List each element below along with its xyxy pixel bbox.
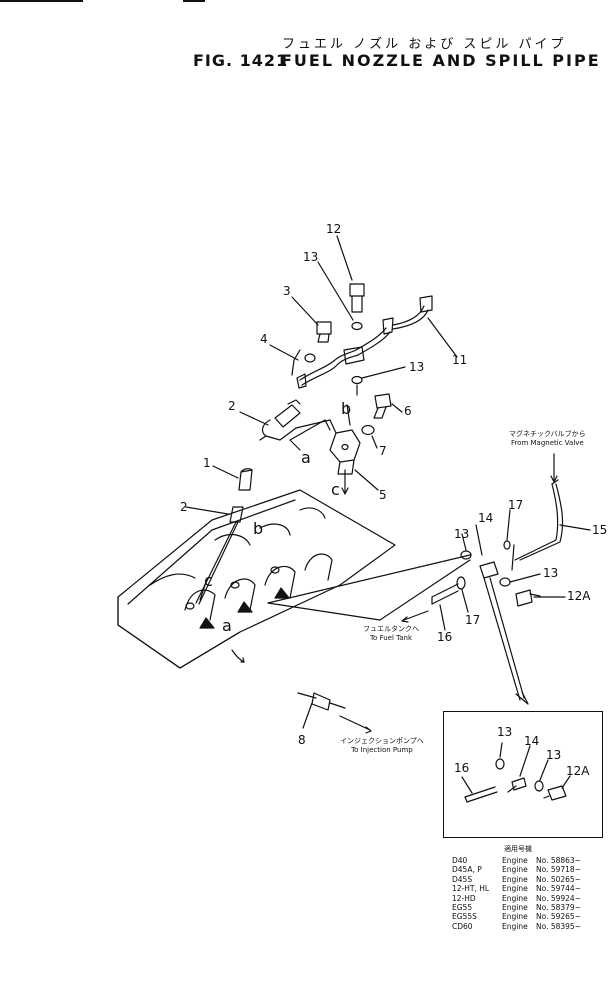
bolt-3 [316, 321, 332, 343]
note-injection-pump: インジェクションポンプへ To Injection Pump [340, 737, 424, 755]
washer-7 [361, 424, 375, 436]
serial-model: 12-HD [452, 893, 476, 903]
note-fuel-tank-jp: フュエルタンクへ [363, 625, 419, 633]
bolt-6 [373, 393, 392, 419]
serial-engine-label: Engine [502, 893, 528, 903]
serial-model: D40 [452, 856, 468, 865]
callout-8: 8 [298, 733, 306, 747]
washer-13-lower [351, 375, 363, 385]
spill-joint [343, 346, 365, 365]
inset-callout-16: 16 [454, 761, 470, 775]
callout-6: 6 [404, 404, 412, 418]
banjo-bolt-12 [349, 283, 365, 313]
callout-2: 2 [228, 399, 236, 413]
spill-pipe-assembly [267, 479, 564, 705]
serial-number: No. 58863~ [536, 856, 581, 865]
callout-15: 15 [592, 523, 608, 537]
callout-16: 16 [437, 630, 453, 644]
inset-callout-13: 13 [497, 725, 513, 739]
ref-letter-b: b [253, 519, 264, 538]
fitting-8 [297, 692, 346, 729]
note-magnetic-valve: マグネチックバルブから From Magnetic Valve [509, 430, 586, 448]
serial-model: EG55S [452, 912, 477, 922]
ref-letter-b: b [341, 399, 352, 418]
note-magnetic-valve-jp: マグネチックバルブから [509, 430, 586, 438]
inset-callout-12a: 12A [566, 764, 590, 778]
title-japanese: フュエル ノズル および スピル パイプ [282, 37, 567, 52]
callout-5: 5 [379, 488, 387, 502]
callout-2: 2 [180, 500, 188, 514]
nozzle-clamp [329, 419, 361, 475]
nozzle-part [238, 468, 253, 491]
serial-number: No. 58379~ [536, 903, 581, 912]
inset-detail-box [443, 711, 603, 838]
serial-model: D45S [452, 874, 473, 884]
note-injection-pump-jp: インジェクションポンプへ [340, 737, 424, 745]
serial-engine-label: Engine [502, 865, 528, 875]
page-title: FUEL NOZZLE AND SPILL PIPE [281, 51, 601, 70]
note-fuel-tank-en: To Fuel Tank [369, 634, 413, 642]
callout-7: 7 [379, 444, 387, 458]
serial-engine-label: Engine [502, 856, 528, 865]
serial-model: EG55 [452, 903, 473, 912]
washer-17-upper [503, 540, 511, 550]
serial-number: No. 59744~ [536, 884, 581, 894]
callout-12a: 12A [567, 589, 591, 603]
serial-engine-label: Engine [502, 884, 528, 894]
callout-1: 1 [203, 456, 211, 470]
callout-12: 12 [326, 222, 342, 236]
callout-17: 17 [508, 498, 524, 512]
callout-14: 14 [478, 511, 494, 525]
callout-13: 13 [303, 250, 319, 264]
serial-model: CD60 [452, 921, 473, 931]
serial-table-header: 適用号機 [504, 845, 532, 853]
figure-number: FIG. 1421 [193, 51, 289, 70]
callout-13: 13 [454, 527, 470, 541]
serial-engine-label: Engine [502, 874, 528, 884]
inset-callout-13: 13 [546, 748, 562, 762]
serial-model: 12-HT, HL [452, 884, 490, 894]
nozzle-holder-upper [259, 399, 331, 441]
washer-4 [304, 353, 316, 363]
serial-number: No. 59265~ [536, 912, 581, 922]
serial-engine-label: Engine [502, 921, 528, 931]
note-injection-pump-en: To Injection Pump [351, 746, 413, 754]
note-magnetic-valve-en: From Magnetic Valve [510, 439, 584, 447]
callout-13: 13 [409, 360, 425, 374]
serial-number: No. 50265~ [536, 874, 581, 884]
cylinder-head-illustration [117, 489, 396, 669]
serial-engine-label: Engine [502, 912, 528, 922]
nozzle-holder-lower [195, 506, 244, 605]
serial-number: No. 59718~ [536, 865, 581, 875]
callout-11: 11 [452, 353, 468, 367]
ref-letter-a: a [222, 616, 232, 635]
serial-number: No. 59924~ [536, 893, 581, 903]
ref-letter-a: a [301, 448, 311, 467]
callout-13: 13 [543, 566, 559, 580]
inset-parts [461, 742, 571, 803]
serial-number: No. 58395~ [536, 921, 581, 931]
injection-pipes [291, 295, 433, 389]
ref-letter-c: c [204, 571, 213, 590]
callout-4: 4 [260, 332, 268, 346]
inset-callout-14: 14 [524, 734, 540, 748]
scan-edge-mark [183, 0, 205, 2]
serial-engine-label: Engine [502, 903, 528, 912]
ref-letter-c: c [331, 480, 340, 499]
note-fuel-tank: フュエルタンクへ To Fuel Tank [363, 625, 419, 643]
callout-17: 17 [465, 613, 481, 627]
washer-13-upper [351, 321, 363, 331]
serial-model: D45A, P [452, 865, 482, 875]
scan-edge-mark [0, 0, 83, 2]
callout-3: 3 [283, 284, 291, 298]
